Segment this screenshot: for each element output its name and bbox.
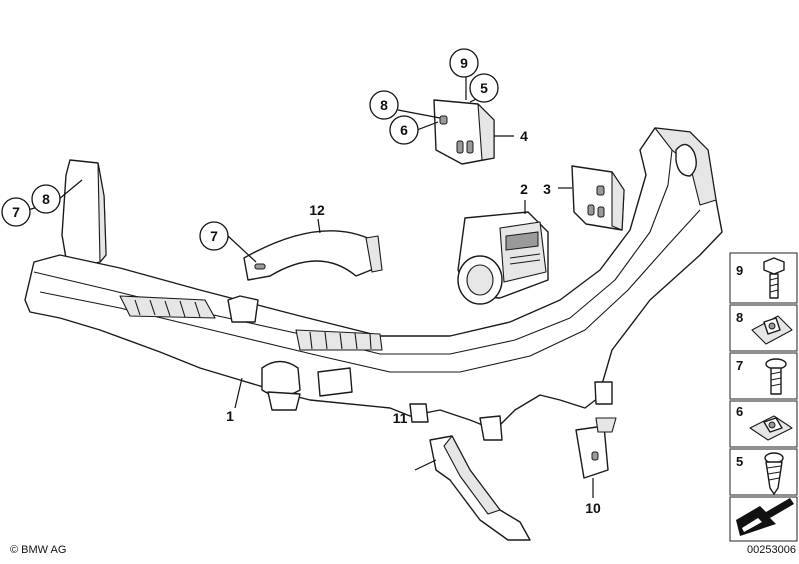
part-10-bracket <box>575 417 617 479</box>
fastener-legend: 9 8 7 6 5 <box>729 252 798 542</box>
callout-7-clamp: 7 <box>210 228 218 244</box>
callout-10: 10 <box>585 500 601 516</box>
callout-11: 11 <box>393 410 408 426</box>
spring-nut-icon <box>749 415 793 441</box>
callout-8-left: 8 <box>42 191 50 207</box>
part-4-bracket <box>433 99 495 165</box>
part-1-carrier <box>24 127 723 441</box>
callouts: 1 2 3 4 11 10 12 5 9 8 6 7 8 7 <box>1 48 601 516</box>
part-11-bracket <box>429 435 531 541</box>
diagram-number: 00253006 <box>747 544 796 556</box>
legend-label-7: 7 <box>736 358 743 373</box>
leader-lines <box>27 72 594 498</box>
copyright-text: © BMW AG <box>10 544 66 556</box>
part-2-connector <box>457 211 549 305</box>
callout-9: 9 <box>460 55 468 71</box>
callout-3: 3 <box>543 181 551 197</box>
self-tapping-screw-icon <box>764 452 784 495</box>
legend-label-6: 6 <box>736 404 743 419</box>
direction-arrow-icon <box>736 498 794 536</box>
legend-label-9: 9 <box>736 263 743 278</box>
callout-8-top: 8 <box>380 97 388 113</box>
legend-label-5: 5 <box>736 454 743 469</box>
callout-1: 1 <box>226 408 234 424</box>
screw-icon <box>765 358 787 395</box>
callout-2: 2 <box>520 181 528 197</box>
callout-7-left: 7 <box>12 204 20 220</box>
callout-6: 6 <box>400 122 408 138</box>
legend-label-8: 8 <box>736 310 743 325</box>
callout-12: 12 <box>309 202 325 218</box>
callout-4: 4 <box>520 128 528 144</box>
part-3-bracket <box>571 165 625 231</box>
clip-nut-icon <box>751 315 793 345</box>
bolt-icon <box>763 257 785 299</box>
callout-5: 5 <box>480 80 488 96</box>
part-12-clamp <box>243 230 383 281</box>
